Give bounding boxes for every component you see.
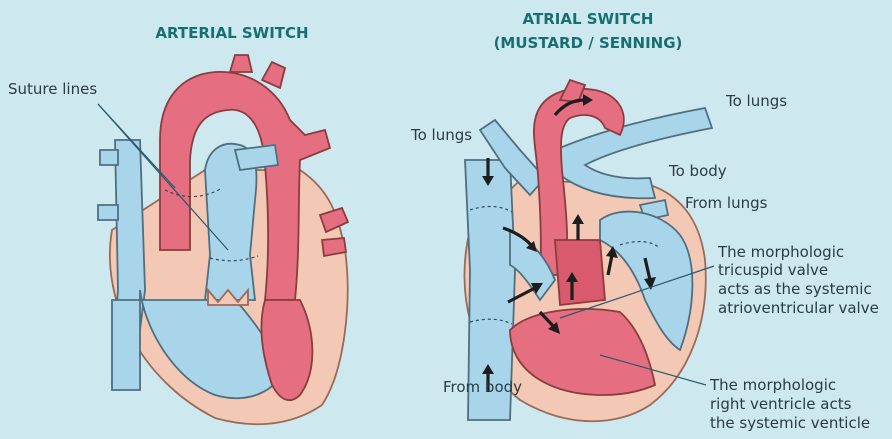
arterial-switch-title: ARTERIAL SWITCH bbox=[155, 24, 308, 42]
suture-lines-label: Suture lines bbox=[8, 80, 97, 98]
to-body-label: To body bbox=[668, 162, 727, 180]
ventricle-label-line2: right ventricle acts bbox=[710, 395, 852, 413]
tricuspid-label-line2: tricuspid valve bbox=[718, 261, 828, 279]
to-lungs-left-label: To lungs bbox=[410, 126, 472, 144]
to-lungs-right-label: To lungs bbox=[725, 92, 787, 110]
ventricle-label-line3: the systemic venticle bbox=[710, 414, 870, 432]
from-body-label: From body bbox=[443, 378, 522, 396]
atrial-switch-heart bbox=[464, 80, 712, 421]
from-lungs-label: From lungs bbox=[685, 194, 768, 212]
arterial-switch-heart bbox=[98, 55, 348, 424]
atrial-switch-title-line1: ATRIAL SWITCH bbox=[523, 10, 654, 28]
tricuspid-label-line1: The morphologic bbox=[717, 243, 844, 261]
tricuspid-label-line4: atrioventricular valve bbox=[718, 299, 879, 317]
tricuspid-label-line3: acts as the systemic bbox=[718, 280, 872, 298]
ventricle-label-line1: The morphologic bbox=[709, 376, 836, 394]
atrial-switch-title-line2: (MUSTARD / SENNING) bbox=[494, 34, 683, 52]
